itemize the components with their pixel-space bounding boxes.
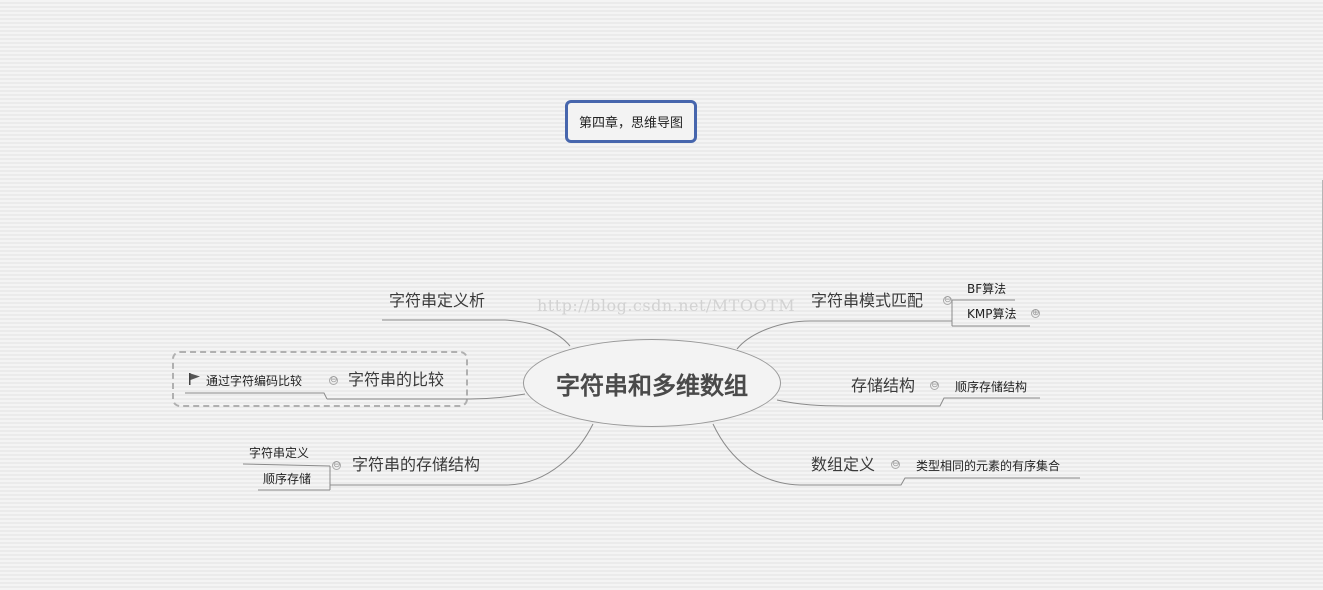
expand-icon[interactable]: ⊕ — [1031, 308, 1040, 318]
chapter-title-text: 第四章，思维导图 — [578, 116, 683, 131]
pattern-child-kmp[interactable]: KMP算法 — [967, 307, 1017, 321]
collapse-icon[interactable]: ⊖ — [891, 459, 900, 469]
watermark: http://blog.csdn.net/MTOOTM — [537, 296, 796, 315]
connector-pattern-children — [951, 299, 1030, 327]
connector-storage — [330, 423, 594, 486]
storage-child-definition[interactable]: 字符串定义 — [249, 446, 310, 460]
array-child-definition[interactable]: 类型相同的元素的有序集合 — [916, 459, 1061, 473]
comparison-group — [172, 351, 468, 407]
connector-array — [712, 423, 1080, 486]
store-child-sequential[interactable]: 顺序存储结构 — [955, 380, 1028, 394]
connector-definition — [382, 319, 571, 347]
topic-string-comparison[interactable]: 字符串的比较 — [348, 370, 445, 389]
topic-string-storage[interactable]: 字符串的存储结构 — [352, 455, 481, 474]
central-topic-text: 字符串和多维数组 — [556, 371, 748, 400]
connector-store — [776, 397, 1040, 407]
collapse-icon[interactable]: ⊖ — [329, 375, 338, 385]
storage-child-sequential[interactable]: 顺序存储 — [263, 472, 312, 486]
topic-storage-structure[interactable]: 存储结构 — [851, 376, 916, 395]
collapse-icon[interactable]: ⊖ — [332, 460, 341, 470]
connector-comparison-child — [185, 392, 328, 400]
connector-pattern — [736, 320, 952, 350]
connector-storage-children — [242, 463, 331, 491]
central-topic[interactable]: 字符串和多维数组 — [523, 339, 781, 427]
chapter-title[interactable]: 第四章，思维导图 — [565, 100, 697, 143]
collapse-icon[interactable]: ⊖ — [930, 380, 939, 390]
collapse-icon[interactable]: ⊖ — [943, 295, 952, 305]
comparison-child[interactable]: 通过字符编码比较 — [206, 374, 303, 388]
pattern-child-bf[interactable]: BF算法 — [967, 282, 1007, 296]
topic-pattern-matching[interactable]: 字符串模式匹配 — [811, 291, 924, 310]
connector-comparison — [327, 393, 526, 400]
flag-icon — [189, 373, 200, 385]
topic-array-definition[interactable]: 数组定义 — [811, 455, 876, 474]
topic-string-definition[interactable]: 字符串定义析 — [389, 291, 486, 310]
